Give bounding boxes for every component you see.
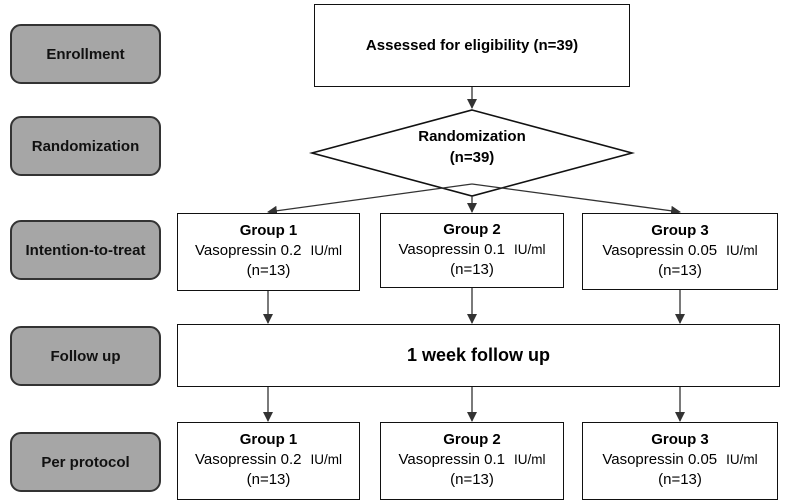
- itt-group-2-unit: IU/ml: [513, 241, 546, 257]
- pp-group-1-title: Group 1: [239, 431, 298, 448]
- itt-group-3-title: Group 3: [651, 221, 709, 239]
- itt-group-1-count: (n=13): [246, 262, 291, 279]
- itt-group-2-drug: Vasopressin 0.1: [398, 240, 505, 258]
- pp-group-3-unit: IU/ml: [726, 452, 758, 467]
- itt-group-1-box: Group 1 Vasopressin 0.2 IU/ml (n=13): [177, 213, 360, 291]
- pp-group-3-count: (n=13): [658, 471, 702, 488]
- arrow-randomization-to-group1: [267, 183, 473, 216]
- pp-group-1-box: Group 1 Vasopressin 0.2 IU/ml (n=13): [177, 422, 360, 500]
- follow-up-text: 1 week follow up: [406, 345, 551, 365]
- pp-group-3-drug: Vasopressin 0.05: [602, 451, 718, 468]
- itt-group-1-drug: Vasopressin 0.2: [195, 242, 302, 259]
- randomization-count: (n=39): [449, 149, 495, 166]
- pp-group-2-count: (n=13): [450, 471, 494, 488]
- pp-group-1-drug: Vasopressin 0.2: [195, 451, 302, 468]
- itt-group-3-box: Group 3 Vasopressin 0.05 IU/ml (n=13): [582, 213, 778, 290]
- randomization-node-label: Randomization (n=39): [312, 126, 632, 168]
- pp-group-1-count: (n=13): [246, 471, 291, 488]
- eligibility-text: Assessed for eligibility (n=39): [365, 37, 579, 54]
- follow-up-box: 1 week follow up: [177, 324, 780, 387]
- pp-group-1-unit: IU/ml: [310, 452, 342, 467]
- itt-group-3-unit: IU/ml: [726, 242, 758, 258]
- pp-group-2-unit: IU/ml: [513, 452, 546, 467]
- itt-group-1-title: Group 1: [239, 222, 298, 239]
- itt-group-2-box: Group 2 Vasopressin 0.1 IU/ml (n=13): [380, 213, 564, 288]
- pp-group-2-drug: Vasopressin 0.1: [398, 451, 505, 468]
- pp-group-2-box: Group 2 Vasopressin 0.1 IU/ml (n=13): [380, 422, 564, 500]
- itt-group-2-title: Group 2: [443, 220, 501, 238]
- pp-group-2-title: Group 2: [443, 431, 501, 448]
- itt-group-3-count: (n=13): [658, 261, 702, 279]
- stage-intention-to-treat: Intention-to-treat: [10, 220, 161, 280]
- stage-follow-up: Follow up: [10, 326, 161, 386]
- eligibility-box: Assessed for eligibility (n=39): [314, 4, 630, 87]
- arrow-randomization-to-group3: [471, 183, 681, 216]
- itt-group-2-count: (n=13): [450, 260, 494, 278]
- pp-group-3-box: Group 3 Vasopressin 0.05 IU/ml (n=13): [582, 422, 778, 500]
- stage-per-protocol: Per protocol: [10, 432, 161, 492]
- stage-enrollment: Enrollment: [10, 24, 161, 84]
- stage-randomization: Randomization: [10, 116, 161, 176]
- itt-group-3-drug: Vasopressin 0.05: [602, 241, 718, 259]
- itt-group-1-unit: IU/ml: [310, 243, 342, 258]
- randomization-title: Randomization: [418, 128, 526, 145]
- pp-group-3-title: Group 3: [651, 431, 709, 448]
